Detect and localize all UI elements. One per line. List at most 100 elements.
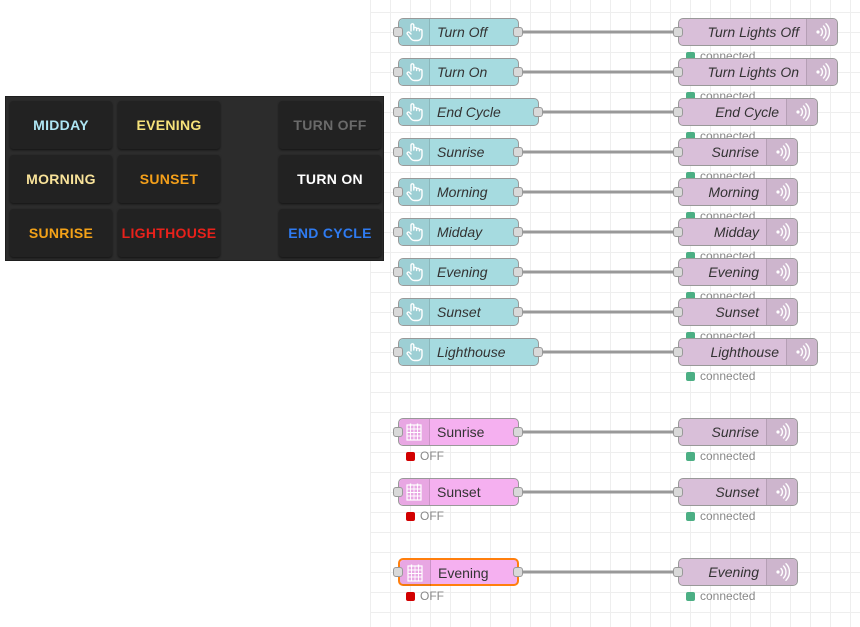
radio-waves-icon xyxy=(766,559,797,585)
output-node-7[interactable]: Sunset xyxy=(678,298,798,326)
output-node-5[interactable]: Midday xyxy=(678,218,798,246)
output-node-3-label: Sunrise xyxy=(711,144,759,160)
schedule-node-1-input-port[interactable] xyxy=(393,487,403,497)
output-node-7-input-port[interactable] xyxy=(673,307,683,317)
output-node-8-status-dot xyxy=(686,371,695,381)
schedule-node-0-input-port[interactable] xyxy=(393,427,403,437)
calendar-grid-icon xyxy=(400,560,431,586)
output-node-2-input-port[interactable] xyxy=(673,107,683,117)
inject-node-5-input-port[interactable] xyxy=(393,227,403,237)
dash-button-evening[interactable]: EVENING xyxy=(118,101,220,149)
inject-node-8-label: Lighthouse xyxy=(437,344,506,360)
schedule-node-0-output-port[interactable] xyxy=(513,427,523,437)
schedule-output-node-1-status-dot xyxy=(686,511,695,521)
output-node-1[interactable]: Turn Lights On xyxy=(678,58,838,86)
inject-node-8-input-port[interactable] xyxy=(393,347,403,357)
inject-node-6-input-port[interactable] xyxy=(393,267,403,277)
schedule-output-node-2[interactable]: Evening xyxy=(678,558,798,586)
inject-node-4-output-port[interactable] xyxy=(513,187,523,197)
schedule-node-2-input-port[interactable] xyxy=(393,567,403,577)
schedule-node-1-status: OFF xyxy=(406,509,444,523)
output-node-6-input-port[interactable] xyxy=(673,267,683,277)
schedule-node-0[interactable]: Sunrise xyxy=(398,418,519,446)
schedule-node-2-status-text: OFF xyxy=(420,589,444,603)
output-node-3[interactable]: Sunrise xyxy=(678,138,798,166)
dash-button-morning[interactable]: MORNING xyxy=(10,155,112,203)
radio-waves-icon xyxy=(766,139,797,165)
output-node-6[interactable]: Evening xyxy=(678,258,798,286)
schedule-node-2-status: OFF xyxy=(406,589,444,603)
output-node-8-input-port[interactable] xyxy=(673,347,683,357)
hand-pointer-icon xyxy=(399,219,430,245)
inject-node-7-output-port[interactable] xyxy=(513,307,523,317)
schedule-node-0-status-text: OFF xyxy=(420,449,444,463)
dash-button-midday[interactable]: MIDDAY xyxy=(10,101,112,149)
schedule-node-0-status-dot xyxy=(406,451,415,461)
output-node-4-input-port[interactable] xyxy=(673,187,683,197)
dash-button-end-cycle[interactable]: END CYCLE xyxy=(279,209,381,257)
inject-node-8-output-port[interactable] xyxy=(533,347,543,357)
inject-node-0-input-port[interactable] xyxy=(393,27,403,37)
inject-node-3-output-port[interactable] xyxy=(513,147,523,157)
inject-node-2-output-port[interactable] xyxy=(533,107,543,117)
output-node-5-input-port[interactable] xyxy=(673,227,683,237)
schedule-node-1-output-port[interactable] xyxy=(513,487,523,497)
output-node-1-label: Turn Lights On xyxy=(707,64,799,80)
schedule-output-node-1[interactable]: Sunset xyxy=(678,478,798,506)
schedule-output-node-2-status-text: connected xyxy=(700,589,756,603)
radio-waves-icon xyxy=(766,299,797,325)
output-node-4-label: Morning xyxy=(708,184,759,200)
output-node-0-label: Turn Lights Off xyxy=(707,24,799,40)
inject-node-2-input-port[interactable] xyxy=(393,107,403,117)
inject-node-5-output-port[interactable] xyxy=(513,227,523,237)
output-node-8[interactable]: Lighthouse xyxy=(678,338,818,366)
radio-waves-icon xyxy=(806,19,837,45)
output-node-7-status-dot xyxy=(686,331,695,341)
inject-node-4[interactable]: Morning xyxy=(398,178,519,206)
dash-button-sunrise[interactable]: SUNRISE xyxy=(10,209,112,257)
output-node-6-label: Evening xyxy=(708,264,759,280)
schedule-output-node-2-input-port[interactable] xyxy=(673,567,683,577)
output-node-0[interactable]: Turn Lights Off xyxy=(678,18,838,46)
inject-node-3[interactable]: Sunrise xyxy=(398,138,519,166)
dash-button-lighthouse[interactable]: LIGHTHOUSE xyxy=(118,209,220,257)
radio-waves-icon xyxy=(766,179,797,205)
inject-node-6-output-port[interactable] xyxy=(513,267,523,277)
output-node-3-input-port[interactable] xyxy=(673,147,683,157)
schedule-node-1[interactable]: Sunset xyxy=(398,478,519,506)
inject-node-0-output-port[interactable] xyxy=(513,27,523,37)
schedule-node-2-output-port[interactable] xyxy=(513,567,523,577)
inject-node-1-input-port[interactable] xyxy=(393,67,403,77)
inject-node-4-input-port[interactable] xyxy=(393,187,403,197)
radio-waves-icon xyxy=(806,59,837,85)
inject-node-2[interactable]: End Cycle xyxy=(398,98,539,126)
inject-node-8[interactable]: Lighthouse xyxy=(398,338,539,366)
dash-button-turn-on[interactable]: TURN ON xyxy=(279,155,381,203)
output-node-1-input-port[interactable] xyxy=(673,67,683,77)
dash-button-turn-off[interactable]: TURN OFF xyxy=(279,101,381,149)
inject-node-1[interactable]: Turn On xyxy=(398,58,519,86)
schedule-node-2[interactable]: Evening xyxy=(398,558,519,586)
schedule-output-node-0-input-port[interactable] xyxy=(673,427,683,437)
inject-node-1-output-port[interactable] xyxy=(513,67,523,77)
schedule-node-2-label: Evening xyxy=(438,565,489,581)
inject-node-0[interactable]: Turn Off xyxy=(398,18,519,46)
output-node-2-status-dot xyxy=(686,131,695,141)
schedule-output-node-0-status-dot xyxy=(686,451,695,461)
output-node-0-input-port[interactable] xyxy=(673,27,683,37)
inject-node-5[interactable]: Midday xyxy=(398,218,519,246)
output-node-2[interactable]: End Cycle xyxy=(678,98,818,126)
schedule-node-0-label: Sunrise xyxy=(437,424,485,440)
output-node-3-status-dot xyxy=(686,171,695,181)
schedule-output-node-0[interactable]: Sunrise xyxy=(678,418,798,446)
inject-node-3-input-port[interactable] xyxy=(393,147,403,157)
inject-node-6[interactable]: Evening xyxy=(398,258,519,286)
inject-node-7-input-port[interactable] xyxy=(393,307,403,317)
radio-waves-icon xyxy=(766,479,797,505)
inject-node-6-label: Evening xyxy=(437,264,488,280)
hand-pointer-icon xyxy=(399,179,430,205)
output-node-4[interactable]: Morning xyxy=(678,178,798,206)
dash-button-sunset[interactable]: SUNSET xyxy=(118,155,220,203)
inject-node-7[interactable]: Sunset xyxy=(398,298,519,326)
schedule-output-node-1-input-port[interactable] xyxy=(673,487,683,497)
